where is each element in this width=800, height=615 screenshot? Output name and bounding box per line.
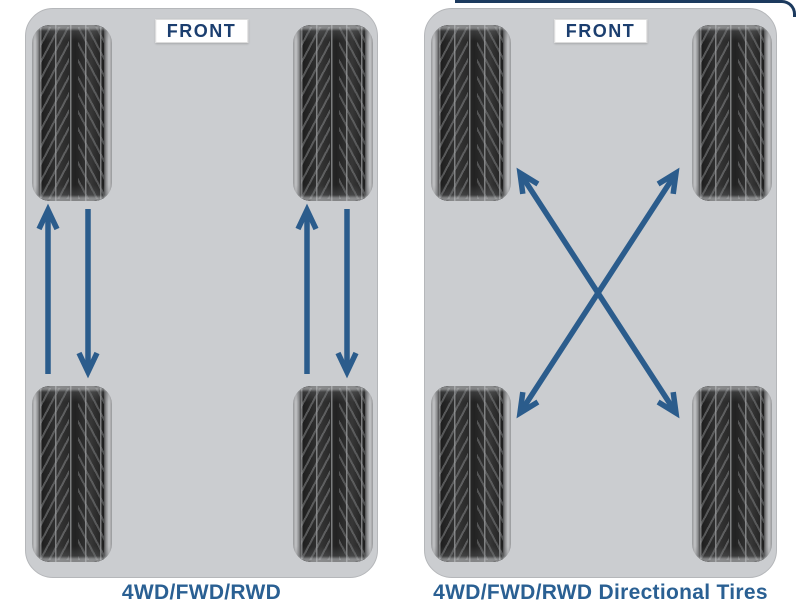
cropped-border-fragment	[455, 0, 796, 17]
tire-rear-left	[431, 386, 511, 562]
vehicle-panel-standard-rotation: FRONT	[25, 8, 378, 578]
tire-front-right	[293, 25, 373, 201]
tire-front-left	[32, 25, 112, 201]
caption-standard-rotation: 4WD/FWD/RWD	[121, 581, 282, 604]
straight-rotation-arrows	[36, 203, 359, 379]
front-label-box: FRONT	[553, 19, 648, 43]
front-label: FRONT	[565, 21, 636, 41]
caption-directional-rotation: 4WD/FWD/RWD Directional Tires	[433, 581, 768, 604]
tire-front-right	[692, 25, 772, 201]
front-label: FRONT	[166, 21, 237, 41]
tire-rear-right	[293, 386, 373, 562]
front-label-box: FRONT	[154, 19, 249, 43]
arrow-cross-fr-rl	[516, 167, 680, 419]
cross-rotation-arrows	[516, 167, 680, 419]
tire-rear-right	[692, 386, 772, 562]
tire-rear-left	[32, 386, 112, 562]
vehicle-panel-cross-rotation: FRONT	[424, 8, 777, 578]
tire-front-left	[431, 25, 511, 201]
